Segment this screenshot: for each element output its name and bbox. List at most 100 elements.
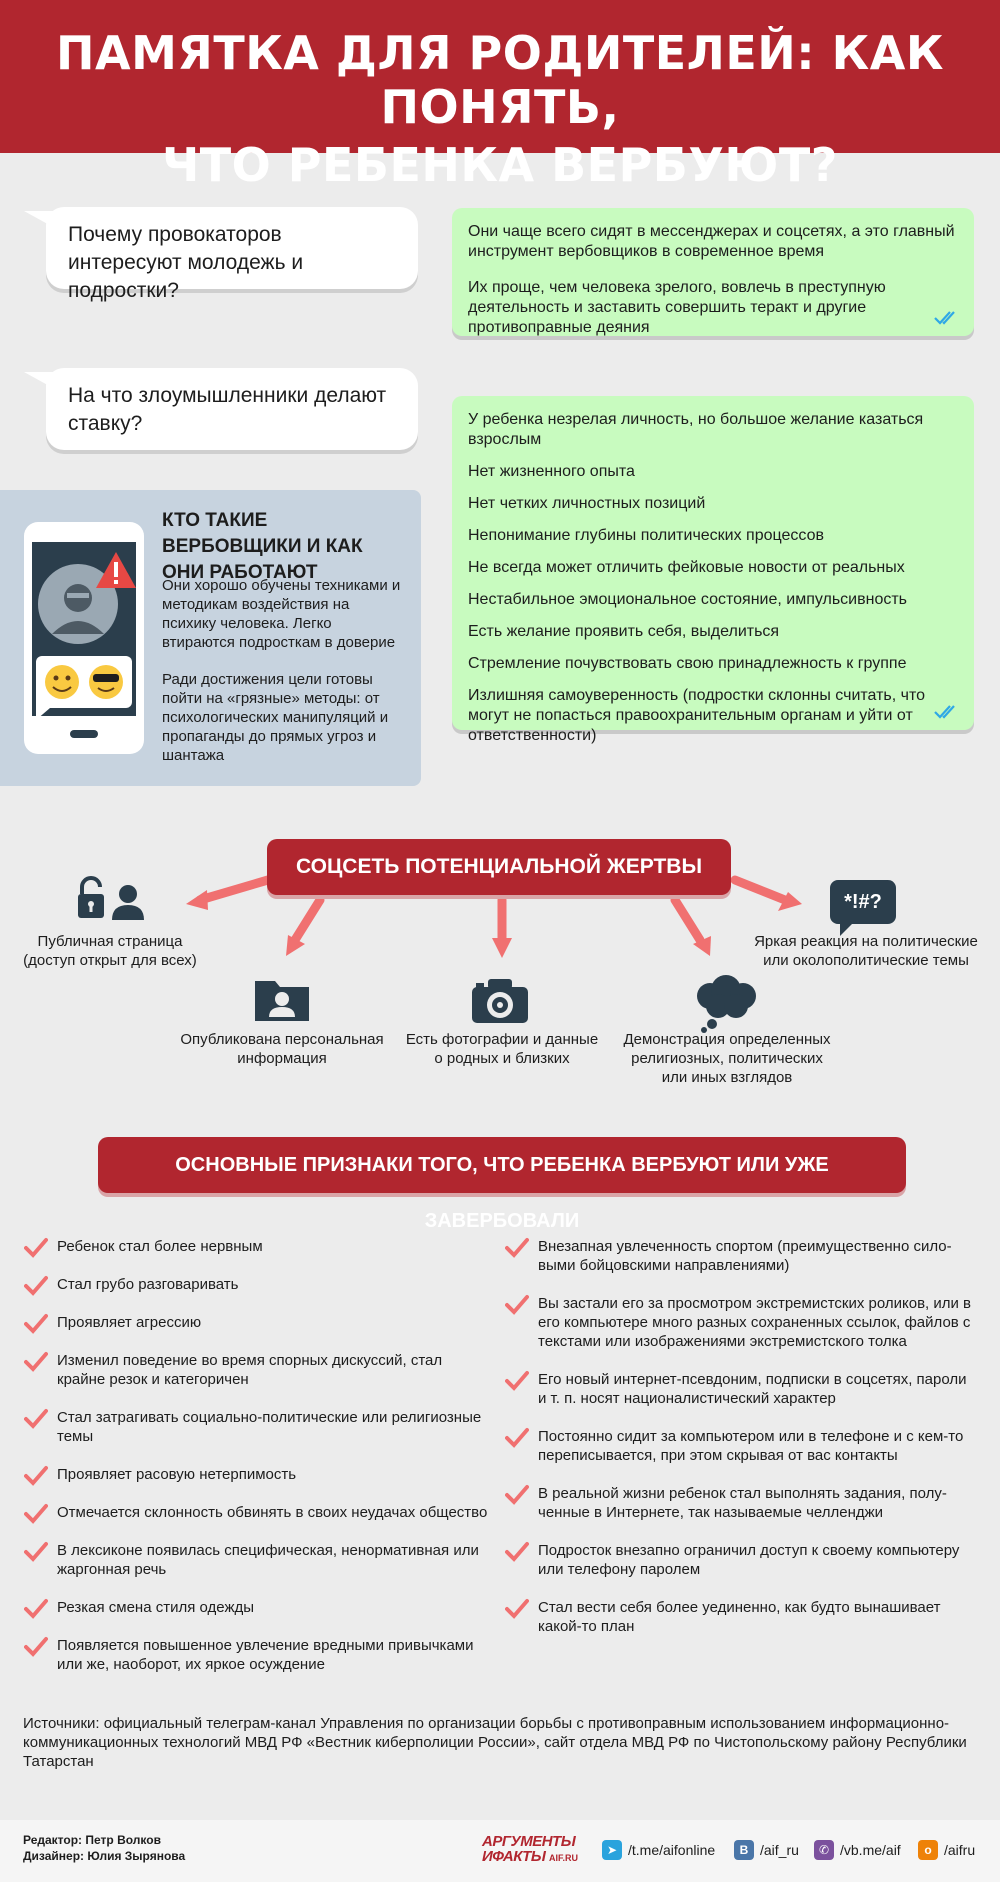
answer-1-item: Они чаще всего сидят в мессенджерах и со…: [468, 223, 955, 260]
checkmark-icon: [24, 1238, 48, 1258]
social-viber-link[interactable]: ✆ /vb.me/aif: [814, 1840, 901, 1860]
checkmark-icon: [24, 1409, 48, 1429]
folder-user-icon: [255, 981, 309, 1021]
recruiters-panel: КТО ТАКИЕ ВЕРБОВЩИКИ И КАК ОНИ РАБОТАЮТ …: [0, 490, 421, 786]
lock-user-icon: [78, 876, 144, 920]
recruiters-title: КТО ТАКИЕ ВЕРБОВЩИКИ И КАК ОНИ РАБОТАЮТ: [162, 510, 363, 583]
network-item-reaction: Яркая реакция на политические или околоп…: [754, 933, 978, 969]
checkmark-icon: [505, 1428, 529, 1448]
recruiters-text-1: Они хорошо обучены техниками и методикам…: [162, 577, 401, 651]
answer-bubble-2: У ребенка незрелая личность, но большое …: [452, 396, 974, 744]
vk-icon: В: [734, 1840, 754, 1860]
sign-item: Появляется повышенное увлечение вредными…: [24, 1636, 484, 1674]
network-item-views: Демонстрация определенных религиозных, п…: [623, 1031, 831, 1086]
sign-item: Внезапная увлеченность спортом (преимуще…: [505, 1237, 975, 1275]
answer-2-item: Нестабильное эмоциональное состояние, им…: [468, 591, 908, 608]
social-viber-text: /vb.me/aif: [840, 1842, 901, 1858]
network-item-photos: Есть фотографии и данные о родных и близ…: [405, 1031, 599, 1067]
answer-2-item: Есть желание проявить себя, выделиться: [468, 623, 780, 640]
page-title-line-2: ЧТО РЕБЕНКА ВЕРБУЮТ?: [162, 138, 838, 192]
checkmark-icon: [505, 1238, 529, 1258]
sign-item: Ребенок стал более нервным: [24, 1237, 494, 1258]
sign-item: Стал грубо разговаривать: [24, 1275, 494, 1296]
checkmark-icon: [505, 1295, 529, 1315]
network-title: СОЦСЕТЬ ПОТЕНЦИАЛЬНОЙ ЖЕРТВЫ: [295, 855, 703, 878]
checkmark-icon: [24, 1599, 48, 1619]
social-vk-link[interactable]: В /aif_ru: [734, 1840, 799, 1860]
checkmark-icon: [24, 1466, 48, 1486]
sign-item: Постоянно сидит за компьютером или в тел…: [505, 1427, 975, 1465]
sign-item: Проявляет расовую нетерпимость: [24, 1465, 494, 1486]
signs-title: ОСНОВНЫЕ ПРИЗНАКИ ТОГО, ЧТО РЕБЕНКА ВЕРБ…: [175, 1154, 829, 1232]
checkmark-icon: [505, 1371, 529, 1391]
question-2-text: На что злоумышленники делают ставку?: [68, 384, 387, 435]
aif-logo[interactable]: АРГУМЕНТЫ ИФАКТЫ AIF.RU: [482, 1834, 578, 1866]
question-bubble-2: На что злоумышленники делают ставку?: [24, 368, 418, 450]
credits: Редактор: Петр Волков Дизайнер: Юлия Зыр…: [23, 1832, 185, 1864]
sources-text: Источники: официальный телеграм-канал Уп…: [23, 1715, 967, 1770]
checkmark-icon: [24, 1314, 48, 1334]
ok-icon: о: [918, 1840, 938, 1860]
social-ok-link[interactable]: о /aifru: [918, 1840, 975, 1860]
answer-1-item: Их проще, чем человека зрелого, вовлечь …: [468, 279, 886, 336]
answer-2-item: Непонимание глубины политических процесс…: [468, 527, 824, 544]
smartphone-icon: [24, 522, 144, 754]
network-item-personal-info: Опубликована персональная информация: [180, 1031, 384, 1067]
sign-item: Проявляет агрессию: [24, 1313, 494, 1334]
answer-2-item: Нет четких личностных позиций: [468, 495, 706, 512]
answer-2-item: Не всегда может отличить фейковые новост…: [468, 559, 905, 576]
sign-item: Стал затрагивать социально-политические …: [24, 1408, 484, 1446]
symbols-text: *!#?: [844, 891, 882, 913]
editor-credit: Редактор: Петр Волков: [23, 1833, 161, 1847]
social-telegram-text: /t.me/aifonline: [628, 1842, 716, 1858]
sign-item: Отмечается склонность обвинять в своих н…: [24, 1503, 494, 1524]
answer-2-item: Стремление почувствовать свою принадлежн…: [468, 655, 907, 672]
checkmark-icon: [505, 1599, 529, 1619]
checkmark-icon: [24, 1276, 48, 1296]
speech-tail: [840, 922, 854, 936]
double-check-icon: [934, 311, 955, 325]
logo-line-1: АРГУМЕНТЫ: [482, 1833, 576, 1850]
social-ok-text: /aifru: [944, 1842, 976, 1858]
designer-credit: Дизайнер: Юлия Зырянова: [23, 1849, 186, 1863]
sign-item: Резкая смена стиля одежды: [24, 1598, 494, 1619]
symbols-bubble-icon: *!#?: [830, 880, 896, 924]
sign-item: Стал вести себя более уединенно, как буд…: [505, 1598, 975, 1636]
viber-icon: ✆: [814, 1840, 834, 1860]
checkmark-icon: [505, 1485, 529, 1505]
sign-item: Его новый интернет-псевдоним, подписки в…: [505, 1370, 975, 1408]
logo-line-2: ИФАКТЫ: [482, 1848, 546, 1865]
bubble-tail: [24, 211, 64, 233]
page-header: ПАМЯТКА ДЛЯ РОДИТЕЛЕЙ: КАК ПОНЯТЬ, ЧТО Р…: [0, 0, 1000, 192]
bubble-tail: [24, 372, 64, 394]
checkmark-icon: [24, 1504, 48, 1524]
camera-icon: [472, 979, 528, 1023]
sign-item: Изменил поведение во время спорных диску…: [24, 1351, 464, 1389]
thought-cloud-icon: [697, 975, 756, 1033]
checkmark-icon: [24, 1542, 48, 1562]
page-title-line-1: ПАМЯТКА ДЛЯ РОДИТЕЛЕЙ: КАК ПОНЯТЬ,: [56, 26, 944, 134]
network-arrows: [186, 875, 802, 958]
checkmark-icon: [24, 1637, 48, 1657]
network-title-pill: СОЦСЕТЬ ПОТЕНЦИАЛЬНОЙ ЖЕРТВЫ: [267, 839, 731, 895]
question-bubble-1: Почему провокаторов интересуют молодежь …: [24, 207, 418, 302]
logo-domain: AIF.RU: [549, 1853, 578, 1863]
checkmark-icon: [24, 1352, 48, 1372]
answer-2-item: Излишняя самоуверенность (подростки скло…: [468, 687, 926, 744]
answer-2-item: У ребенка незрелая личность, но большое …: [468, 411, 924, 448]
checkmark-icon: [505, 1542, 529, 1562]
answer-2-item: Нет жизненного опыта: [468, 463, 635, 480]
sign-item: Подросток внезапно ограничил доступ к св…: [505, 1541, 975, 1579]
double-check-icon: [934, 705, 955, 719]
social-telegram-link[interactable]: ➤ /t.me/aifonline: [602, 1840, 715, 1860]
network-item-public-page: Публичная страница (доступ открыт для вс…: [23, 933, 197, 969]
sign-item: В реальной жизни ребенок стал выполнять …: [505, 1484, 975, 1522]
sign-item: В лексиконе появилась специфическая, нен…: [24, 1541, 484, 1579]
recruiters-text-2: Ради достижения цели готовы пойти на «гр…: [162, 671, 389, 764]
page-footer: Редактор: Петр Волков Дизайнер: Юлия Зыр…: [0, 1820, 1000, 1882]
telegram-icon: ➤: [602, 1840, 622, 1860]
signs-title-pill: ОСНОВНЫЕ ПРИЗНАКИ ТОГО, ЧТО РЕБЕНКА ВЕРБ…: [98, 1137, 906, 1232]
social-vk-text: /aif_ru: [760, 1842, 799, 1858]
answer-bubble-1: Они чаще всего сидят в мессенджерах и со…: [452, 208, 974, 336]
sign-item: Вы застали его за просмотром экстремистс…: [505, 1294, 975, 1351]
